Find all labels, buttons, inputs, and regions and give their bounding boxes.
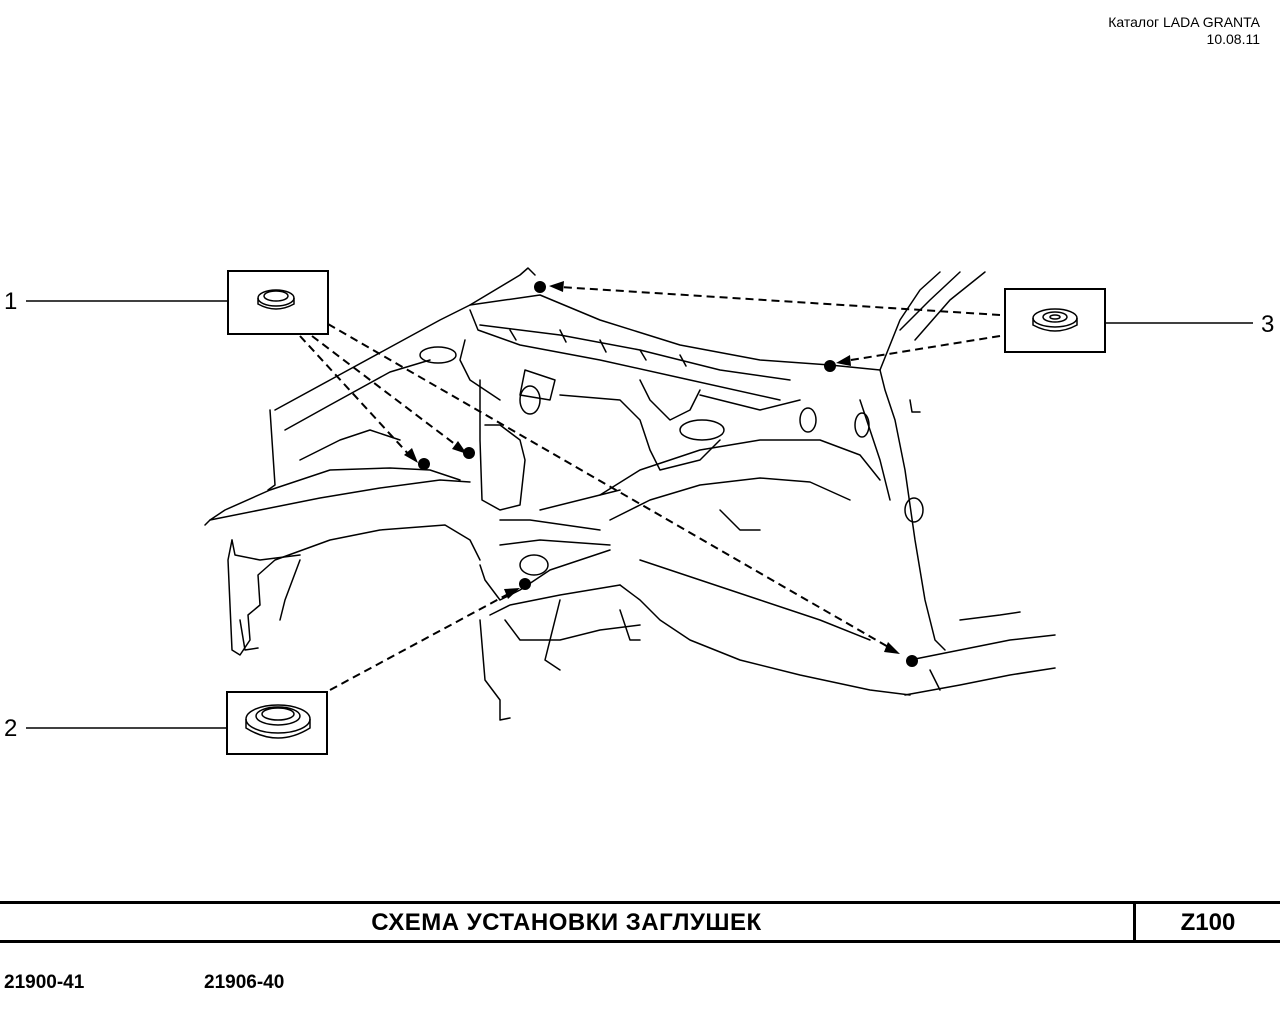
callout-number-1: 1 xyxy=(4,288,18,315)
car-body-drawing xyxy=(204,267,1056,721)
leader-lines xyxy=(26,300,1253,729)
mounting-point xyxy=(418,458,430,470)
diagram-title: СХЕМА УСТАНОВКИ ЗАГЛУШЕК xyxy=(371,909,762,936)
catalog-date: 10.08.11 xyxy=(1206,31,1260,47)
part-boxes xyxy=(226,270,1106,755)
dashed-arrows xyxy=(299,286,1001,691)
mounting-point xyxy=(463,447,475,459)
mounting-point xyxy=(824,360,836,372)
callout-number-3: 3 xyxy=(1261,311,1275,338)
mounting-point xyxy=(906,655,918,667)
catalog-title: Каталог LADA GRANTA xyxy=(1108,14,1260,30)
arrowheads xyxy=(404,281,900,654)
catalog-header: Каталог LADA GRANTA 10.08.11 xyxy=(1108,14,1260,48)
plug-icon-1 xyxy=(257,289,295,310)
plug-icon-3 xyxy=(1032,308,1078,332)
model-code-1: 21900-41 xyxy=(4,972,85,993)
plug-installation-diagram xyxy=(26,267,1253,755)
part-box-3 xyxy=(1004,288,1106,353)
plug-icons xyxy=(245,289,1078,739)
callout-number-2: 2 xyxy=(4,715,18,742)
part-box-1 xyxy=(227,270,329,335)
title-divider xyxy=(1133,904,1136,940)
diagram-code: Z100 xyxy=(1180,909,1236,936)
title-bar: СХЕМА УСТАНОВКИ ЗАГЛУШЕК Z100 xyxy=(0,901,1280,943)
model-code-2: 21906-40 xyxy=(204,972,285,993)
mounting-point xyxy=(519,578,531,590)
mounting-points xyxy=(418,281,918,667)
plug-icon-2 xyxy=(245,704,311,739)
mounting-point xyxy=(534,281,546,293)
part-box-2 xyxy=(226,691,328,755)
